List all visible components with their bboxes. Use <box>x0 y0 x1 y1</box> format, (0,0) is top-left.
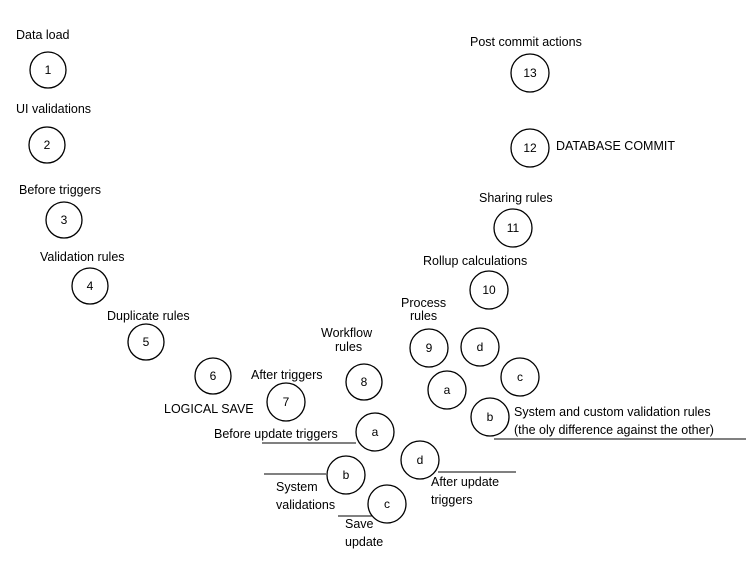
left-substep-c-label-line-1: Save <box>345 517 374 531</box>
step-7-label: After triggers <box>251 368 323 382</box>
step-8-number: 8 <box>361 375 368 389</box>
right-substep-a-circle <box>427 370 467 410</box>
step-2-number: 2 <box>44 138 51 152</box>
left-substep-d-label-line-2: triggers <box>431 493 473 507</box>
left-substep-b-circle <box>326 455 366 495</box>
step-3-circle <box>45 201 83 239</box>
step-6-number: 6 <box>210 369 217 383</box>
right-substep-b-circle <box>470 397 510 437</box>
step-5-circle <box>127 323 165 361</box>
left-substep-b-label-line-1: System <box>276 480 318 494</box>
step-7-number: 7 <box>283 395 290 409</box>
step-13: Post commit actions 13 <box>470 35 582 93</box>
step-13-label: Post commit actions <box>470 35 582 49</box>
step-12-label: DATABASE COMMIT <box>556 139 675 153</box>
left-substep-a-letter: a <box>372 425 379 439</box>
step-2-circle <box>28 126 66 164</box>
left-substep-d: d After update triggers <box>400 440 516 507</box>
left-substep-b: b System validations <box>264 455 366 512</box>
step-13-number: 13 <box>523 66 537 80</box>
step-12-number: 12 <box>523 141 537 155</box>
step-9-number: 9 <box>426 341 433 355</box>
step-6-label: LOGICAL SAVE <box>164 402 254 416</box>
step-8-label-line-1: Workflow <box>321 326 373 340</box>
step-11-circle <box>493 208 533 248</box>
step-9-circle <box>409 328 449 368</box>
step-5: Duplicate rules 5 <box>107 309 190 361</box>
step-4-label: Validation rules <box>40 250 125 264</box>
left-substep-c-letter: c <box>384 497 390 511</box>
step-10: Rollup calculations 10 <box>423 254 527 310</box>
step-7-circle <box>266 382 306 422</box>
step-5-number: 5 <box>143 335 150 349</box>
step-9-label-line-2: rules <box>410 309 437 323</box>
right-substep-a-letter: a <box>444 383 451 397</box>
left-substep-a: Before update triggers a <box>214 412 395 452</box>
left-substep-d-label-line-1: After update <box>431 475 499 489</box>
step-2: UI validations 2 <box>16 102 91 164</box>
step-12: 12 DATABASE COMMIT <box>510 128 675 168</box>
right-substep-c: c <box>500 357 540 397</box>
left-substep-a-label: Before update triggers <box>214 427 338 441</box>
left-substep-b-label-line-2: validations <box>276 498 335 512</box>
step-11: Sharing rules 11 <box>479 191 553 248</box>
right-substep-d-letter: d <box>477 340 484 354</box>
right-substep-b-label-line-1: System and custom validation rules <box>514 405 711 419</box>
step-11-label: Sharing rules <box>479 191 553 205</box>
step-8: Workflow rules 8 <box>321 326 383 401</box>
step-3: Before triggers 3 <box>19 183 101 239</box>
step-1-number: 1 <box>45 63 52 77</box>
step-3-number: 3 <box>61 213 68 227</box>
step-4-circle <box>71 267 109 305</box>
step-12-circle <box>510 128 550 168</box>
step-10-label: Rollup calculations <box>423 254 527 268</box>
step-1-circle <box>29 51 67 89</box>
step-9: Process rules 9 <box>401 296 449 368</box>
right-substep-d: d <box>460 327 500 367</box>
step-3-label: Before triggers <box>19 183 101 197</box>
left-substep-b-letter: b <box>343 468 350 482</box>
right-substep-b: b System and custom validation rules (th… <box>470 397 746 440</box>
step-6-circle <box>194 357 232 395</box>
step-6: 6 LOGICAL SAVE <box>164 357 254 416</box>
step-1: Data load 1 <box>16 28 70 89</box>
step-9-label-line-1: Process <box>401 296 446 310</box>
right-substep-d-circle <box>460 327 500 367</box>
step-4-number: 4 <box>87 279 94 293</box>
step-7: After triggers 7 <box>251 368 323 422</box>
step-1-label: Data load <box>16 28 70 42</box>
left-substep-d-letter: d <box>417 453 424 467</box>
right-substep-c-circle <box>500 357 540 397</box>
left-substep-c: c Save update <box>338 484 407 549</box>
right-substep-b-label-line-2: (the oly difference against the other) <box>514 423 714 437</box>
step-10-circle <box>469 270 509 310</box>
step-13-circle <box>510 53 550 93</box>
step-2-label: UI validations <box>16 102 91 116</box>
right-substep-c-letter: c <box>517 370 523 384</box>
step-5-label: Duplicate rules <box>107 309 190 323</box>
step-8-circle <box>345 363 383 401</box>
left-substep-c-circle <box>367 484 407 524</box>
left-substep-c-label-line-2: update <box>345 535 383 549</box>
step-4: Validation rules 4 <box>40 250 125 305</box>
left-substep-a-circle <box>355 412 395 452</box>
step-8-label-line-2: rules <box>335 340 362 354</box>
left-substep-d-circle <box>400 440 440 480</box>
step-11-number: 11 <box>507 221 520 235</box>
right-substep-b-letter: b <box>487 410 494 424</box>
step-10-number: 10 <box>482 283 496 297</box>
right-substep-a: a <box>427 370 467 410</box>
